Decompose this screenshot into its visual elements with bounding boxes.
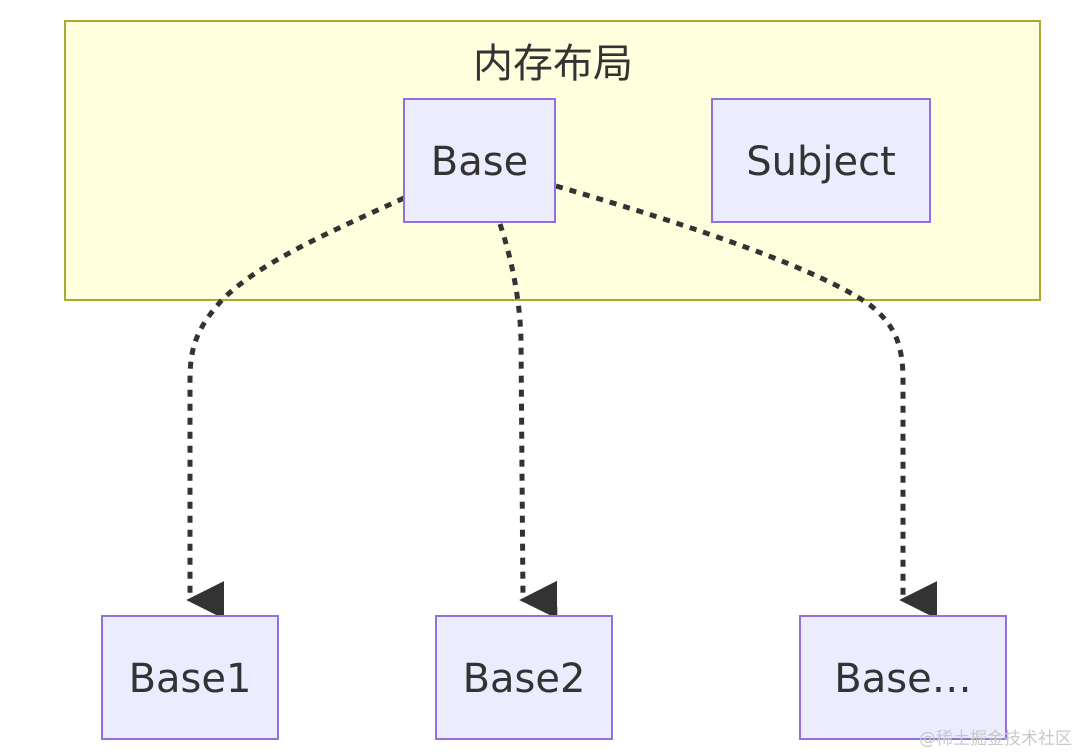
edge-base-to-base2 <box>497 223 558 619</box>
edges <box>186 183 938 619</box>
edge-base-to-base1 <box>186 195 406 619</box>
node-base2-box <box>435 615 613 740</box>
node-base1-label: Base1 <box>129 656 252 702</box>
node-base-label: Base <box>431 139 528 185</box>
node-base-more: Base… <box>799 615 1007 740</box>
node-subject: Subject <box>711 98 931 223</box>
memory-layout-group-title: 内存布局 <box>473 41 633 87</box>
node-subject-box <box>711 98 931 223</box>
node-base2: Base2 <box>435 615 613 740</box>
node-subject-label: Subject <box>746 139 896 185</box>
node-base-more-label: Base… <box>834 656 971 702</box>
node-base2-label: Base2 <box>463 656 586 702</box>
node-base-more-box <box>799 615 1007 740</box>
watermark-text: @稀土掘金技术社区 <box>919 729 1072 749</box>
node-base: Base <box>403 98 556 223</box>
node-base1-box <box>101 615 279 740</box>
node-base-box <box>403 98 556 223</box>
node-base1: Base1 <box>101 615 279 740</box>
